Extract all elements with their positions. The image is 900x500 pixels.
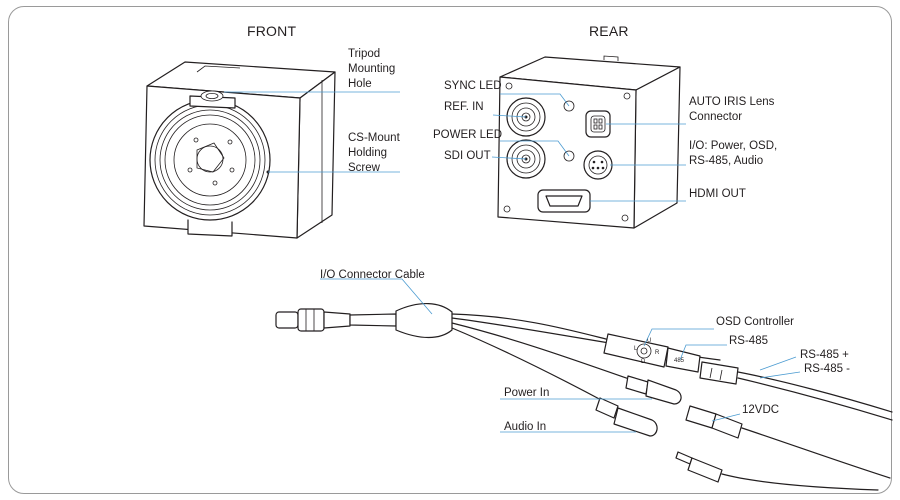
rear-camera-illustration bbox=[497, 55, 681, 229]
front-heading: FRONT bbox=[247, 23, 297, 39]
auto-iris-connector-label: AUTO IRIS Lens Connector bbox=[689, 96, 775, 123]
rs485-minus-label: RS-485 - bbox=[804, 363, 851, 375]
sync-led-label: SYNC LED bbox=[444, 80, 502, 92]
rs485-connector-marking: 485 bbox=[674, 358, 685, 364]
front-camera-illustration bbox=[143, 61, 336, 239]
ref-in-label: REF. IN bbox=[444, 101, 484, 113]
io-connector-label: I/O: Power, OSD, RS-485, Audio bbox=[689, 140, 778, 167]
tripod-mounting-hole-label: Tripod Mounting Hole bbox=[348, 48, 396, 90]
12vdc-label: 12VDC bbox=[742, 404, 780, 416]
sdi-out-label: SDI OUT bbox=[444, 150, 491, 162]
osd-controller-label: OSD Controller bbox=[716, 316, 794, 328]
rear-heading: REAR bbox=[589, 23, 629, 39]
osd-d-marking: D bbox=[641, 359, 646, 365]
hdmi-out-label: HDMI OUT bbox=[689, 188, 746, 200]
diagram-frame bbox=[8, 6, 892, 494]
power-in-label: Power In bbox=[504, 387, 550, 399]
leader-lines bbox=[224, 91, 801, 433]
cs-mount-screw-label: CS-Mount Holding Screw bbox=[348, 132, 400, 174]
osd-l-marking: L bbox=[634, 346, 638, 352]
io-cable-illustration: U L R D 485 bbox=[275, 303, 893, 491]
audio-in-label: Audio In bbox=[504, 421, 547, 433]
rs485-label: RS-485 bbox=[729, 335, 768, 347]
power-led-label: POWER LED bbox=[433, 129, 503, 141]
rs485-plus-label: RS-485 + bbox=[800, 349, 849, 361]
io-connector-cable-label: I/O Connector Cable bbox=[320, 269, 425, 281]
osd-u-marking: U bbox=[647, 338, 651, 344]
osd-r-marking: R bbox=[655, 350, 660, 356]
